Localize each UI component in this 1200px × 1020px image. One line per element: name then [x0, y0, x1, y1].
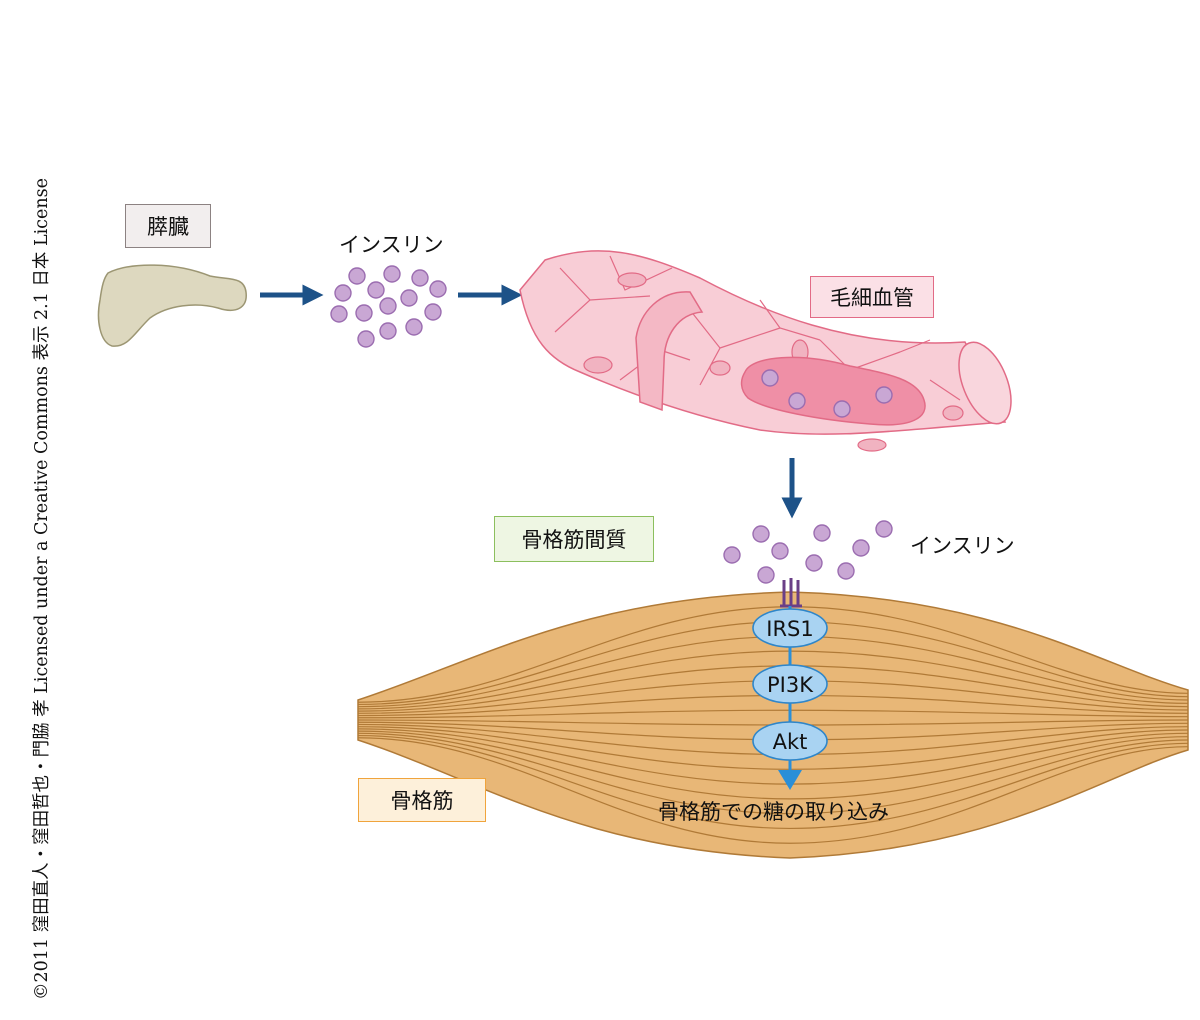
insulin-molecule — [330, 305, 348, 323]
insulin-molecule — [752, 525, 770, 543]
insulin-molecule — [379, 322, 397, 340]
vessel-opening — [958, 341, 1012, 425]
insulin-molecule — [379, 297, 397, 315]
muscle-fiber-line — [357, 732, 1189, 815]
pathway-node-irs1 — [752, 608, 828, 648]
insulin-molecule — [875, 386, 893, 404]
pathway-node-akt — [752, 721, 828, 761]
insulin-molecule — [833, 400, 851, 418]
glucose-uptake-label: 骨格筋での糖の取り込み — [658, 800, 889, 824]
insulin-molecule — [813, 524, 831, 542]
muscle-fiber-line — [357, 737, 1189, 844]
insulin-molecule — [771, 542, 789, 560]
capillary-label: 毛細血管 — [810, 276, 934, 318]
capillary-vessel — [519, 250, 1012, 452]
insulin-molecule — [761, 369, 779, 387]
insulin-cluster-top — [330, 265, 447, 348]
insulin-molecule — [334, 284, 352, 302]
vessel-band — [635, 291, 704, 412]
insulin-molecule — [875, 520, 893, 538]
insulin-cluster-interstitium — [723, 520, 893, 584]
endothelial-nucleus — [709, 360, 731, 376]
insulin-molecule — [757, 566, 775, 584]
pathway-arrow-head — [778, 770, 802, 790]
insulin-molecule — [405, 318, 423, 336]
insulin-molecule — [788, 392, 806, 410]
insulin-molecule — [852, 539, 870, 557]
insulin-receptor — [780, 578, 802, 608]
insulin-molecule — [429, 280, 447, 298]
endothelial-nucleus — [942, 405, 964, 421]
insulin-molecule — [805, 554, 823, 572]
muscle-label: 骨格筋 — [358, 778, 486, 822]
endothelial-nucleus — [857, 438, 887, 452]
muscle-fiber-line — [357, 734, 1189, 830]
insulin-molecule — [400, 289, 418, 307]
interstitium-label: 骨格筋間質 — [494, 516, 654, 562]
pathway-label: PI3K — [767, 673, 814, 697]
insulin-molecule — [424, 303, 442, 321]
pathway-node-pi3k — [752, 664, 828, 704]
endothelial-nucleus — [617, 272, 647, 288]
insulin-molecule — [723, 546, 741, 564]
pancreas-label: 膵臓 — [125, 204, 211, 248]
insulin-molecule — [355, 304, 373, 322]
pathway-label: Akt — [773, 730, 808, 754]
endothelial-nucleus — [583, 356, 613, 374]
insulin-molecule — [837, 562, 855, 580]
insulin-molecule — [348, 267, 366, 285]
insulin-molecule — [411, 269, 429, 287]
insulin-in-vessel — [761, 369, 893, 418]
insulin-molecule — [357, 330, 375, 348]
insulin-label-right: インスリン — [910, 534, 1015, 558]
insulin-molecule — [383, 265, 401, 283]
insulin-label-top: インスリン — [339, 233, 444, 257]
pathway-label: IRS1 — [766, 617, 813, 641]
muscle-fiber-line — [357, 730, 1189, 800]
insulin-molecule — [367, 281, 385, 299]
red-blood-cell — [740, 356, 926, 426]
pancreas-shape — [97, 264, 247, 347]
copyright-notice: ©2011 窪田直人・窪田哲也・門脇 孝 Licensed under a Cr… — [32, 178, 52, 1000]
